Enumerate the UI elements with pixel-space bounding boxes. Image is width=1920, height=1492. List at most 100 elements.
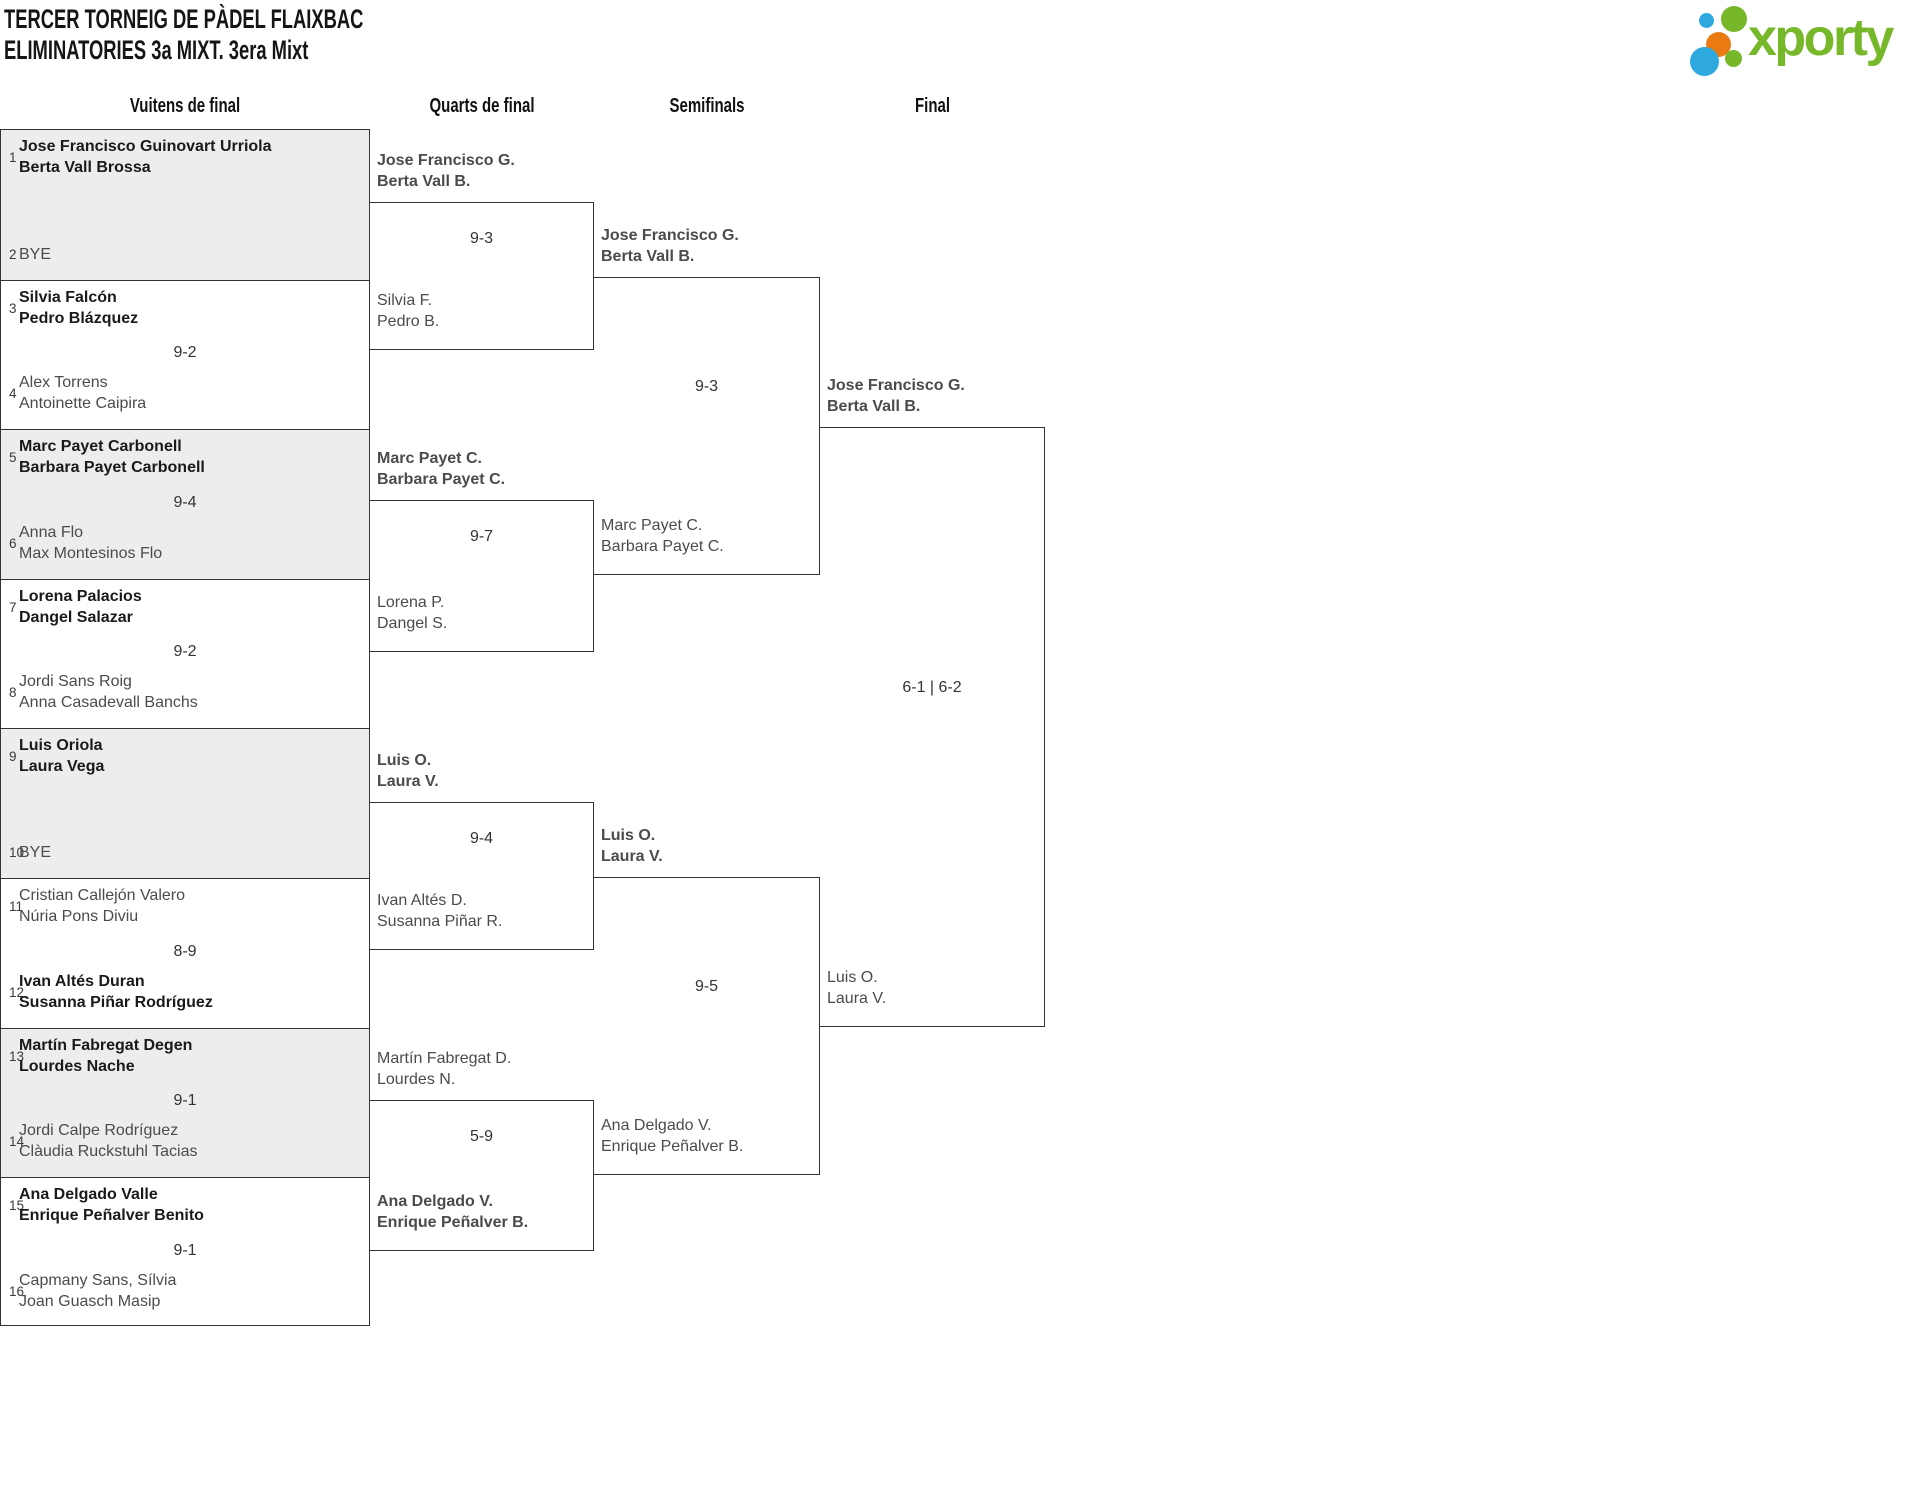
- column-header-quarterfinals: Quarts de final: [429, 95, 535, 117]
- match-score: 9-3: [694, 378, 719, 395]
- match-score: 6-1 | 6-2: [902, 679, 962, 696]
- column-header-final: Final: [914, 95, 950, 117]
- match-score: 8-9: [173, 942, 197, 960]
- seed-number: 6: [9, 535, 17, 551]
- column-header-semifinals: Semifinals: [669, 95, 745, 117]
- team-label-bottom: Luis O.Laura V.: [827, 969, 887, 1007]
- match-score: [1, 793, 369, 815]
- seed-number: 8: [9, 684, 17, 700]
- team-label-top: Martín Fabregat D.Lourdes N.: [377, 1050, 512, 1088]
- r16-entry-2: 2 BYE: [1, 244, 51, 265]
- seed-number: 10: [9, 845, 25, 860]
- match-score: 9-1: [173, 1092, 197, 1109]
- seed-number: 13: [9, 1048, 25, 1064]
- team-label-top: Luis O.Laura V.: [601, 827, 663, 865]
- logo-dot-blue-big-icon: [1690, 47, 1719, 76]
- team-names: BYE: [19, 844, 52, 861]
- match-score: 9-3: [469, 230, 494, 247]
- sf-match-2[interactable]: Luis O.Laura V. 9-5 Ana Delgado V.Enriqu…: [594, 827, 820, 1175]
- team-label-top: Luis O.Laura V.: [377, 752, 439, 790]
- logo-dot-blue-small-icon: [1699, 13, 1714, 28]
- seed-number: 9: [9, 748, 17, 764]
- r16-entry-10: 10 BYE: [1, 842, 51, 863]
- qf-match-2[interactable]: Marc Payet C.Barbara Payet C. 9-7 Lorena…: [370, 450, 594, 652]
- match-score: 9-2: [173, 643, 197, 660]
- team-label-top: Jose Francisco G.Berta Vall B.: [827, 377, 965, 415]
- page-title: TERCER TORNEIG DE PÀDEL FLAIXBAC ELIMINA…: [4, 4, 533, 66]
- seed-number: 5: [9, 449, 17, 465]
- category-subtitle: ELIMINATORIES 3a MIXT. 3era Mixt: [4, 35, 309, 65]
- seed-number: 15: [9, 1197, 25, 1213]
- match-score: 9-4: [469, 830, 494, 847]
- qf-match-1[interactable]: Jose Francisco G.Berta Vall B. 9-3 Silvi…: [370, 152, 594, 350]
- match-score: 9-7: [469, 528, 494, 545]
- team-label-bottom: Ivan Altés D.Susanna Piñar R.: [377, 892, 503, 930]
- team-label-top: Jose Francisco G.Berta Vall B.: [601, 227, 739, 265]
- match-score: 9-5: [694, 978, 719, 995]
- seed-number: 1: [9, 149, 17, 165]
- xporty-logo: xporty: [1690, 4, 1920, 78]
- tournament-title: TERCER TORNEIG DE PÀDEL FLAIXBAC: [4, 4, 364, 34]
- qf-match-4[interactable]: Martín Fabregat D.Lourdes N. 5-9 Ana Del…: [370, 1050, 594, 1251]
- seed-number: 3: [9, 300, 17, 316]
- seed-number: 11: [9, 898, 24, 914]
- sf-match-1[interactable]: Jose Francisco G.Berta Vall B. 9-3 Marc …: [594, 227, 820, 575]
- qf-match-3[interactable]: Luis O.Laura V. 9-4 Ivan Altés D.Susanna…: [370, 752, 594, 950]
- seed-number: 2: [9, 247, 17, 262]
- logo-wordmark: xporty: [1748, 9, 1894, 67]
- seed-number: 14: [9, 1133, 25, 1149]
- match-score: 5-9: [469, 1128, 494, 1145]
- column-header-round-of-16: Vuitens de final: [129, 95, 241, 117]
- team-label-bottom: Ana Delgado V.Enrique Peñalver B.: [377, 1193, 529, 1231]
- final-match[interactable]: Jose Francisco G.Berta Vall B. 6-1 | 6-2…: [820, 377, 1045, 1027]
- seed-number: 16: [9, 1283, 25, 1299]
- match-score: [1, 194, 369, 216]
- logo-dot-green-big-icon: [1721, 6, 1747, 32]
- team-names: BYE: [19, 246, 52, 263]
- logo-dot-green-small-icon: [1725, 50, 1742, 67]
- seed-number: 12: [9, 984, 25, 1000]
- team-label-bottom: Marc Payet C.Barbara Payet C.: [601, 517, 724, 555]
- match-score: 9-4: [173, 493, 197, 511]
- team-label-bottom: Ana Delgado V.Enrique Peñalver B.: [601, 1117, 744, 1155]
- match-score: 9-1: [173, 1241, 197, 1259]
- seed-number: 7: [9, 599, 17, 615]
- match-score: 9-2: [173, 344, 197, 361]
- team-label-top: Marc Payet C.Barbara Payet C.: [377, 450, 506, 488]
